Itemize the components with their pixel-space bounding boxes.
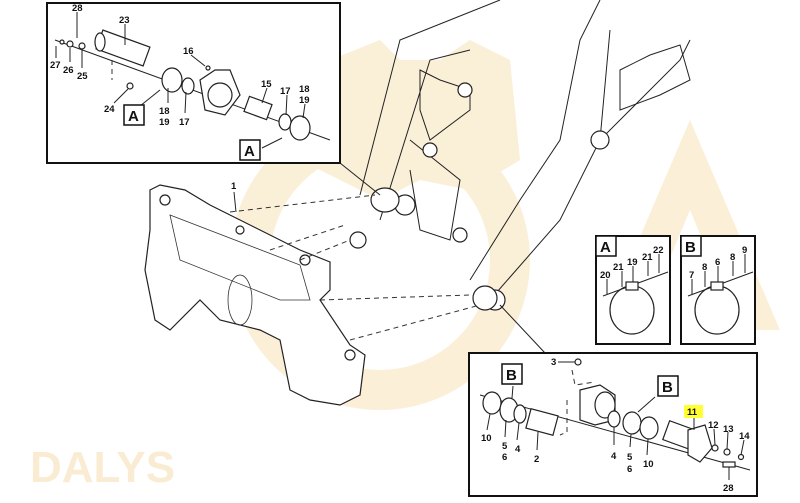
callout-4: 4	[611, 451, 617, 462]
callout-10: 10	[481, 433, 492, 444]
alignment-lines	[229, 162, 546, 354]
callout-5: 5	[502, 441, 508, 452]
callout-23: 23	[119, 15, 130, 26]
callout-28: 28	[723, 483, 734, 494]
callout-18: 18	[159, 106, 170, 117]
callout-8: 8	[702, 262, 707, 273]
callout-6: 6	[627, 464, 632, 475]
callout-15: 15	[261, 79, 272, 90]
callout-19: 19	[627, 257, 638, 268]
detail-b-panel: B 9 8 6 8 7	[680, 235, 756, 345]
callout-20: 20	[600, 270, 611, 281]
callout-28: 28	[72, 3, 83, 14]
callout-17: 17	[280, 86, 291, 97]
callout-6: 6	[502, 452, 507, 463]
callout-19: 19	[299, 95, 310, 106]
callout-26: 26	[63, 65, 74, 76]
section-marker-b: B	[506, 367, 517, 384]
callout-9: 9	[742, 245, 747, 256]
callout-13: 13	[723, 424, 734, 435]
detail-a-panel: A 22 21 19 21 20	[595, 235, 671, 345]
callout-18: 18	[299, 84, 310, 95]
callout-22: 22	[653, 245, 664, 256]
callout-6: 6	[715, 257, 720, 268]
callout-1: 1	[231, 181, 237, 192]
front-frame-drawing	[144, 184, 366, 406]
detail-a-title: A	[600, 239, 611, 256]
inset-b-panel: B B 3 10 5 6 4 2 4 5 6 10 11 12 13 14 28	[468, 352, 758, 497]
callout-16: 16	[183, 46, 194, 57]
callout-24: 24	[104, 104, 115, 115]
section-marker-a: A	[128, 108, 139, 125]
callout-4: 4	[515, 444, 521, 455]
watermark-text: DALYS	[30, 443, 175, 492]
lift-arm-drawing	[349, 0, 691, 311]
callout-11-highlighted[interactable]: 11	[687, 407, 698, 418]
section-marker-a: A	[244, 143, 255, 160]
callout-5: 5	[627, 452, 633, 463]
detail-b-title: B	[685, 239, 696, 256]
highlight-marker	[684, 405, 703, 418]
callout-12: 12	[708, 420, 719, 431]
callout-10: 10	[643, 459, 654, 470]
section-marker-b: B	[662, 379, 673, 396]
callout-8: 8	[730, 252, 735, 263]
inset-a-panel: 28 23 16 27 26 25 15 17 18 19 24 18 19 1…	[46, 2, 341, 164]
callout-14: 14	[739, 431, 750, 442]
callout-25: 25	[77, 71, 88, 82]
callout-2: 2	[534, 454, 539, 465]
callout-27: 27	[50, 60, 61, 71]
callout-3: 3	[551, 357, 556, 368]
callout-21: 21	[613, 262, 624, 273]
callout-21: 21	[642, 252, 653, 263]
callout-19: 19	[159, 117, 170, 128]
callout-17: 17	[179, 117, 190, 128]
callout-7: 7	[689, 270, 694, 281]
